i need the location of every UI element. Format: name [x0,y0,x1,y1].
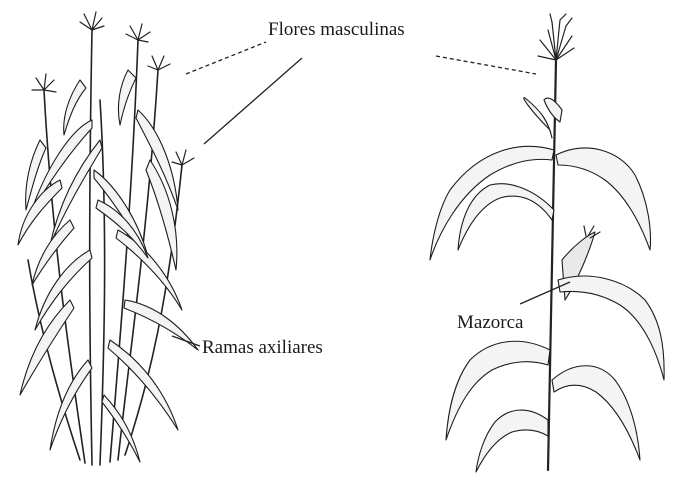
leaf [458,184,554,250]
leaf [118,70,136,125]
label-mazorca: Mazorca [457,313,523,332]
stem [100,100,105,465]
tassel-icon [32,12,194,165]
leaf [20,300,74,395]
leader-line [204,58,302,144]
leaf [102,395,140,462]
leaf [544,98,562,122]
stem [90,30,92,465]
leader-line [436,56,536,74]
leaf [558,276,664,380]
leaf [476,410,548,472]
ear-silk [584,226,600,238]
tassel-icon [538,14,574,60]
branched-plant [18,12,198,465]
leaf [50,360,92,450]
leaf [556,148,650,250]
leaf [124,300,198,350]
leader-line [186,42,266,74]
label-flores-masculinas: Flores masculinas [268,20,405,39]
leaf [552,366,640,460]
leader-line [520,282,570,304]
label-ramas-axiliares: Ramas axiliares [202,338,323,357]
stem [548,60,556,470]
maize-plant [430,14,664,472]
